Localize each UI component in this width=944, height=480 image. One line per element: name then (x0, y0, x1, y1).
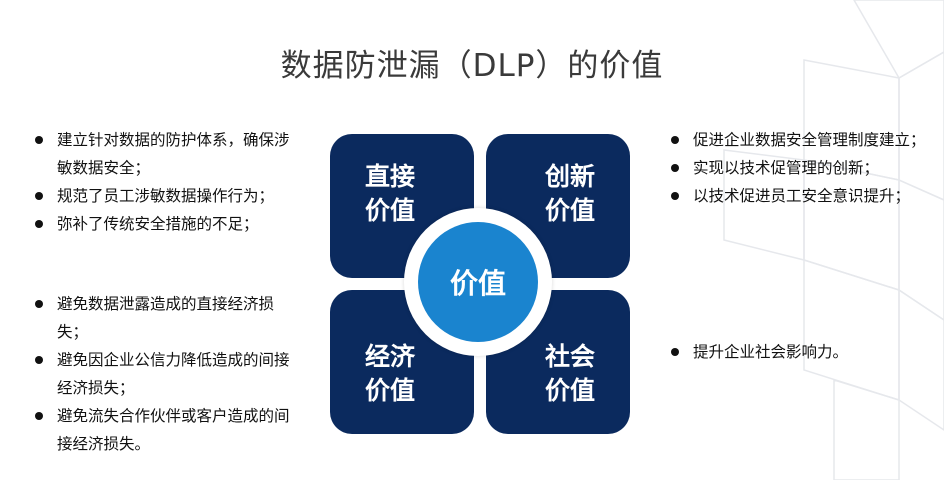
center-label: 价值 (449, 267, 506, 300)
center-value-circle: 价值 (418, 222, 538, 342)
list-item: 提升企业社会影响力。 (668, 338, 930, 366)
list-item: 弥补了传统安全措施的不足； (32, 210, 304, 238)
quadrant-label: 创新 价值 (544, 162, 595, 225)
list-item: 规范了员工涉敏数据操作行为； (32, 182, 304, 210)
direct-value-list: 建立针对数据的防护体系，确保涉敏数据安全； 规范了员工涉敏数据操作行为； 弥补了… (32, 126, 304, 238)
list-item: 促进企业数据安全管理制度建立； (668, 126, 930, 154)
quadrant-label: 社会 价值 (544, 342, 595, 405)
list-item: 建立针对数据的防护体系，确保涉敏数据安全； (32, 126, 304, 182)
quadrant-label: 经济 价值 (364, 342, 415, 405)
background-geometric-pattern (723, 0, 944, 480)
quadrant-label: 直接 价值 (364, 162, 415, 225)
social-value-quadrant: 社会 价值 (486, 290, 630, 434)
list-item: 实现以技术促管理的创新； (668, 154, 930, 182)
list-item: 以技术促进员工安全意识提升； (668, 182, 930, 210)
list-item: 避免数据泄露造成的直接经济损失； (32, 290, 304, 346)
economic-value-list: 避免数据泄露造成的直接经济损失； 避免因企业公信力降低造成的间接经济损失； 避免… (32, 290, 304, 458)
page-title: 数据防泄漏（DLP）的价值 (280, 48, 664, 84)
list-item: 避免流失合作伙伴或客户造成的间接经济损失。 (32, 402, 304, 458)
list-item: 避免因企业公信力降低造成的间接经济损失； (32, 346, 304, 402)
social-value-list: 提升企业社会影响力。 (668, 338, 930, 366)
innovation-value-list: 促进企业数据安全管理制度建立； 实现以技术促管理的创新； 以技术促进员工安全意识… (668, 126, 930, 210)
